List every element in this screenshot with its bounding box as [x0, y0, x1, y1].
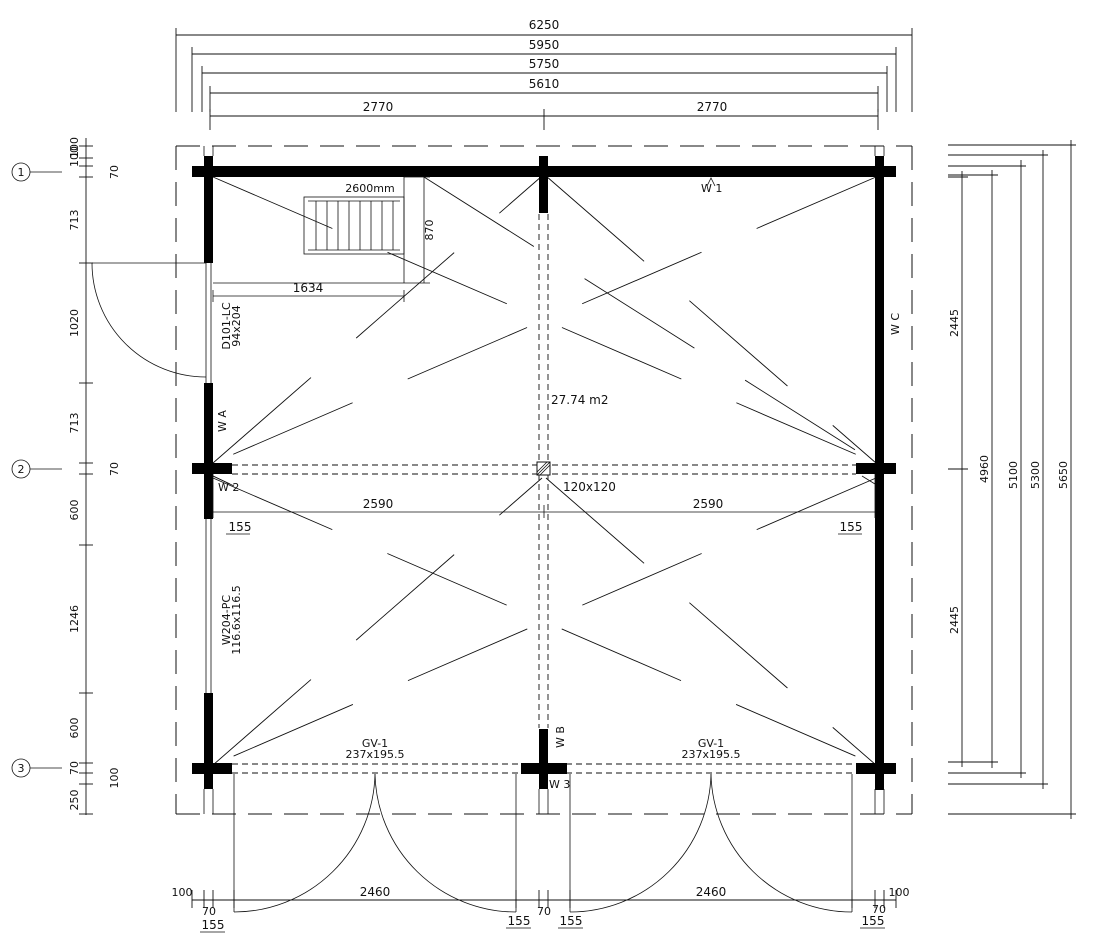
beam-span-left: 2590 — [363, 497, 394, 511]
dim-left-713a: 713 — [68, 210, 81, 231]
dim-left-100a: 100 — [68, 137, 81, 158]
dim-right-4960: 4960 — [978, 455, 991, 483]
dim-right-2445-upper: 2445 — [948, 309, 961, 337]
dim-5610: 5610 — [529, 77, 560, 91]
garage-door-right: GV-1 237x195.5 — [569, 737, 853, 913]
dim-bottom-155-d: 155 — [862, 914, 885, 928]
top-dimensions: 6250 5950 5750 5610 2770 2770 — [175, 18, 913, 130]
wall-tag-wb: W B — [554, 726, 567, 748]
dim-left-100c: 100 — [108, 768, 121, 789]
stair-label: 2600mm — [345, 182, 394, 195]
dim-right-5650: 5650 — [1057, 461, 1070, 489]
garage-door-left-size: 237x195.5 — [346, 748, 405, 761]
wall-tag-w2: W 2 — [218, 481, 239, 494]
beam-dimensions: 2590 2590 155 155 — [212, 474, 876, 535]
dim-bottom-70-mid: 70 — [537, 905, 551, 918]
dim-bottom-100-left: 100 — [172, 886, 193, 899]
bottom-dimensions: 100 70 155 2460 155 70 155 2460 155 70 1… — [172, 885, 910, 933]
wall-tags: W 1 W C W A W 2 W B W 3 — [216, 177, 902, 791]
dim-left-2770: 2770 — [363, 100, 394, 114]
dim-left-70-axis1: 70 — [108, 165, 121, 179]
garage-door-left-code: GV-1 — [362, 737, 388, 750]
grid-axes: 1 2 3 — [11, 162, 62, 778]
dim-right-5100: 5100 — [1007, 461, 1020, 489]
left-dimensions: 100 100 70 713 1020 713 70 600 1246 600 … — [68, 137, 121, 815]
roof-diagonals — [212, 175, 877, 766]
right-dimensions: 2445 2445 4960 5100 5300 5650 — [948, 140, 1076, 819]
beam-offset-right: 155 — [840, 520, 863, 534]
dim-bottom-2460-left: 2460 — [360, 885, 391, 899]
dim-5950: 5950 — [529, 38, 560, 52]
window-w204: W204-PC 116.6x116.5 — [205, 519, 243, 693]
beam-offset-left: 155 — [229, 520, 252, 534]
axis-label-1: 1 — [18, 166, 25, 179]
garage-door-left: GV-1 237x195.5 — [233, 737, 517, 913]
dim-bottom-100-right: 100 — [889, 886, 910, 899]
garage-door-right-size: 237x195.5 — [682, 748, 741, 761]
door-size: 94x204 — [230, 305, 243, 347]
axis-label-3: 3 — [18, 762, 25, 775]
room-area: 27.74 m2 — [551, 393, 609, 407]
stair-length: 1634 — [293, 281, 324, 295]
dim-left-250: 250 — [68, 790, 81, 811]
dim-left-1246: 1246 — [68, 605, 81, 633]
window-code: W204-PC — [220, 595, 233, 645]
garage-door-right-code: GV-1 — [698, 737, 724, 750]
dim-bottom-70-right: 70 — [872, 903, 886, 916]
roof-outline — [175, 145, 913, 815]
dim-total-6250: 6250 — [529, 18, 560, 32]
dim-left-713b: 713 — [68, 413, 81, 434]
dim-left-70-axis2: 70 — [108, 462, 121, 476]
dim-left-600a: 600 — [68, 500, 81, 521]
wall-tag-wc: W C — [889, 313, 902, 335]
dim-right-2445-lower: 2445 — [948, 606, 961, 634]
dim-bottom-155-a: 155 — [202, 918, 225, 932]
wall-stubs — [203, 146, 885, 814]
dim-left-600b: 600 — [68, 718, 81, 739]
window-size: 116.6x116.5 — [230, 585, 243, 655]
central-post — [536, 461, 551, 476]
dim-left-70-axis3: 70 — [68, 761, 81, 775]
centre-lines — [232, 214, 856, 774]
beam-span-right: 2590 — [693, 497, 724, 511]
dim-bottom-70-left: 70 — [202, 905, 216, 918]
dim-bottom-155-b: 155 — [508, 914, 531, 928]
dim-right-5300: 5300 — [1029, 461, 1042, 489]
wall-tag-w3: W 3 — [549, 778, 570, 791]
dim-left-100b: 100 — [68, 146, 81, 167]
door-d101: D101-LC 94x204 — [91, 262, 243, 383]
stair-height: 870 — [423, 220, 436, 241]
dim-right-2770: 2770 — [697, 100, 728, 114]
wall-tag-wa: W A — [216, 410, 229, 432]
walls — [192, 156, 896, 790]
dim-5750: 5750 — [529, 57, 560, 71]
wall-tag-w1: W 1 — [701, 182, 722, 195]
axis-label-2: 2 — [18, 463, 25, 476]
dim-bottom-2460-right: 2460 — [696, 885, 727, 899]
stair: 2600mm 870 1634 — [212, 176, 436, 302]
post-size: 120x120 — [563, 480, 616, 494]
dim-left-1020: 1020 — [68, 309, 81, 337]
dim-bottom-155-c: 155 — [560, 914, 583, 928]
door-code: D101-LC — [220, 302, 233, 350]
